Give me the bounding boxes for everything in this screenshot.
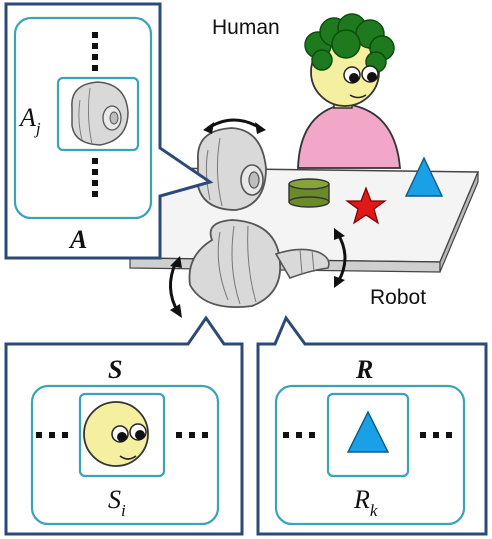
response-set-panel: Rk R xyxy=(256,314,488,536)
star-object xyxy=(345,186,387,225)
response-set-label: R xyxy=(355,355,373,384)
human-face-icon xyxy=(83,401,149,467)
response-element-symbol: R xyxy=(353,485,370,514)
action-element-subscript: j xyxy=(34,119,41,138)
state-element-symbol: S xyxy=(108,485,121,514)
triangle-icon xyxy=(346,410,390,453)
action-element-symbol: A xyxy=(18,103,36,132)
triangle-object xyxy=(404,156,444,197)
vertical-ellipsis-bottom xyxy=(92,158,98,197)
body-rotation-arrow xyxy=(169,256,182,318)
cylinder-object xyxy=(288,178,330,208)
horizontal-ellipsis-right xyxy=(176,432,208,438)
action-set-panel: Aj A xyxy=(4,2,214,260)
state-set-label: S xyxy=(108,355,122,384)
response-element-label: Rk xyxy=(353,485,378,520)
horizontal-ellipsis-right xyxy=(420,432,452,438)
robot-figure xyxy=(188,127,330,308)
state-element-label: Si xyxy=(108,485,126,520)
human-figure xyxy=(297,13,401,169)
arm-rotation-arrow xyxy=(334,228,347,288)
robot-label: Robot xyxy=(370,286,426,309)
vertical-ellipsis-top xyxy=(92,32,98,71)
head-rotation-arrow xyxy=(203,118,266,134)
state-set-panel: Si S xyxy=(4,315,244,536)
response-element-subscript: k xyxy=(370,501,378,520)
robot-head-icon xyxy=(71,81,129,146)
state-element-subscript: i xyxy=(121,501,126,520)
action-element-label: Aj xyxy=(18,103,41,138)
horizontal-ellipsis-left xyxy=(283,432,315,438)
horizontal-ellipsis-left xyxy=(36,432,68,438)
human-label: Human xyxy=(212,16,280,39)
action-set-label: A xyxy=(68,225,87,254)
